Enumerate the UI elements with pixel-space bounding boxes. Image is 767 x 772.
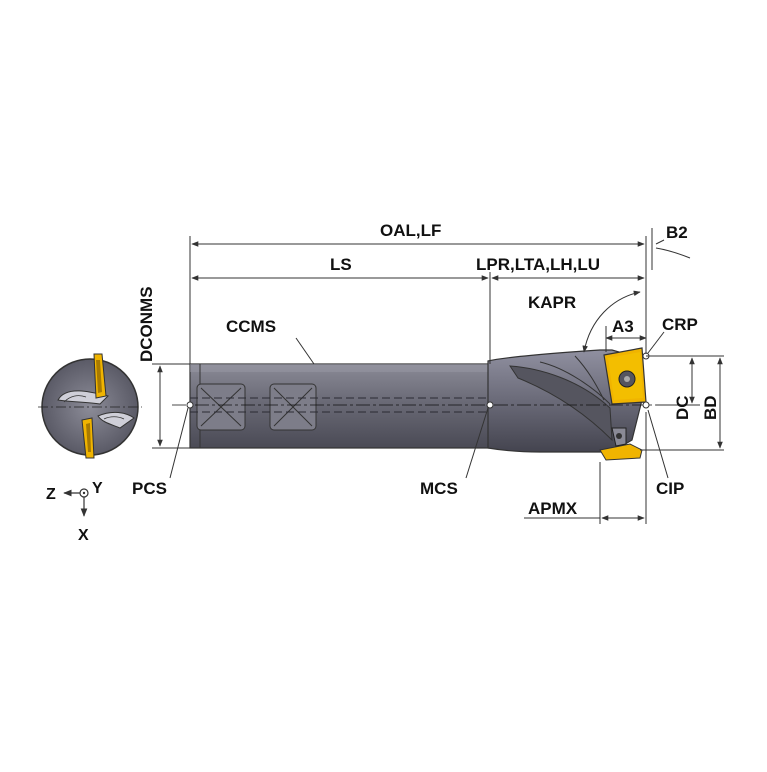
cip-point (642, 401, 650, 409)
label-lpr-lta-lh-lu: LPR,LTA,LH,LU (476, 255, 600, 274)
label-pcs: PCS (132, 479, 167, 498)
mcs-point (486, 401, 494, 409)
label-kapr: KAPR (528, 293, 576, 312)
axis-x-label: X (78, 527, 89, 544)
wrench-flat-2 (269, 383, 317, 431)
tool-side-view (172, 347, 660, 461)
label-bd: BD (701, 395, 720, 420)
chip-pocket-lower (97, 411, 135, 429)
flute (509, 365, 613, 442)
label-dconms: DCONMS (137, 286, 156, 362)
coordinate-axes: Z Y X (46, 480, 103, 544)
label-cip: CIP (656, 479, 684, 498)
insert-bottom (599, 443, 643, 461)
label-ls: LS (330, 255, 352, 274)
label-oal-lf: OAL,LF (380, 221, 441, 240)
wrench-flat-1 (196, 383, 246, 431)
dimensions (152, 228, 724, 524)
insert-top (603, 347, 647, 405)
label-mcs: MCS (420, 479, 458, 498)
pcs-point (186, 401, 194, 409)
label-dc: DC (673, 395, 692, 420)
axis-z-label: Z (46, 486, 56, 503)
label-apmx: APMX (528, 499, 578, 518)
axis-y-label: Y (92, 480, 103, 497)
label-ccms: CCMS (226, 317, 276, 336)
label-crp: CRP (662, 315, 698, 334)
end-view (38, 353, 142, 459)
label-b2: B2 (666, 223, 688, 242)
label-a3: A3 (612, 317, 634, 336)
